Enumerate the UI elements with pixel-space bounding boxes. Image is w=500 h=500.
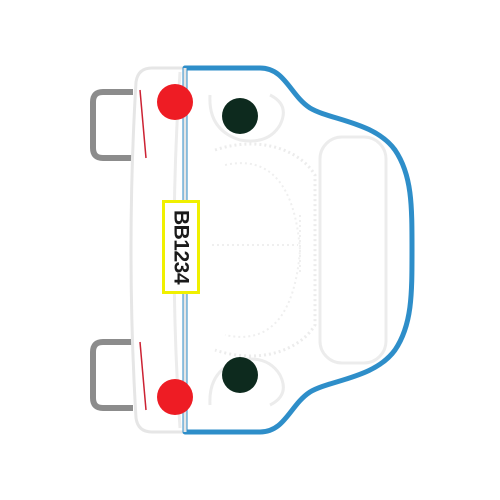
bottom-tail-light (157, 379, 193, 415)
rear-window (318, 135, 388, 365)
right-side-mirror (90, 339, 133, 411)
left-side-mirror (90, 89, 133, 161)
bottom-wheel-arch (208, 357, 285, 407)
top-wheel-arch (208, 93, 285, 143)
license-plate-text: BB1234 (169, 209, 193, 285)
mirror-accent-top (139, 89, 147, 159)
car-body (129, 66, 187, 434)
license-plate: BB1234 (162, 200, 200, 294)
top-tail-light (157, 84, 193, 120)
roof-outline-dotted (214, 142, 317, 358)
top-wheel (222, 98, 258, 134)
mirror-accent-bottom (139, 341, 147, 411)
roof-inner-dotted (224, 162, 302, 338)
bottom-wheel (222, 357, 258, 393)
